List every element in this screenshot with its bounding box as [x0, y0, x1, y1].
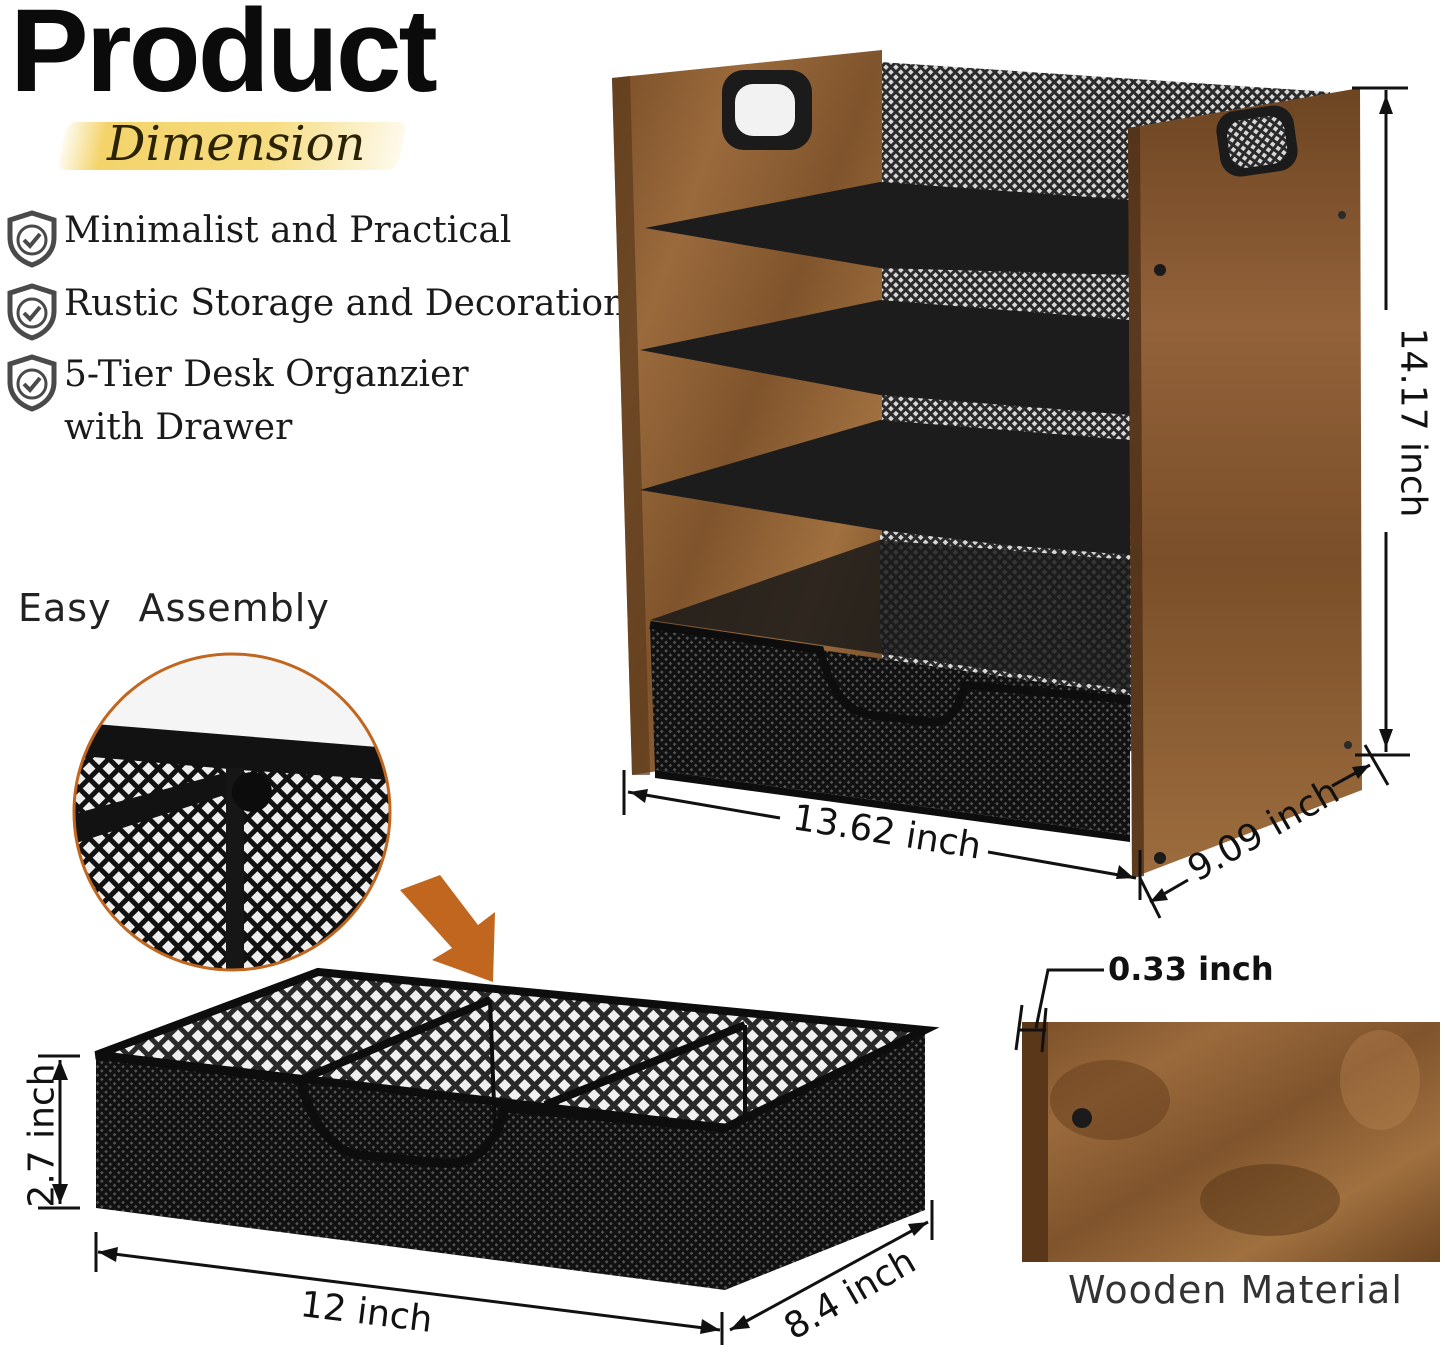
- page-subtitle: Dimension: [107, 116, 366, 172]
- left-panel-edge: [612, 76, 650, 775]
- drawer-front: [650, 625, 1130, 835]
- subtitle-banner: Dimension: [56, 114, 408, 176]
- drawer-graphic: [94, 967, 940, 1290]
- feature-text-line: with Drawer: [64, 407, 293, 448]
- page-title: Product: [10, 0, 438, 117]
- screw-icon: [1154, 852, 1166, 864]
- drawer-dimension-lines: [38, 1054, 934, 1345]
- wooden-material-label: Wooden Material: [1068, 1268, 1403, 1312]
- screw-icon: [1154, 264, 1166, 276]
- shield-check-icon: [7, 354, 57, 412]
- shelf-tray: [650, 540, 1130, 690]
- thickness-dimension-lines: [1014, 968, 1104, 1053]
- height-dimension-label: 14.17 inch: [1392, 327, 1434, 518]
- shelf-tray: [640, 300, 1130, 415]
- feature-text: 5-Tier Desk Organzier with Drawer: [64, 348, 469, 454]
- callout-arrow-icon: [400, 875, 495, 982]
- organizer-dimension-lines: [622, 86, 1410, 919]
- right-handle-hole: [1227, 116, 1288, 168]
- feature-item: Minimalist and Practical: [4, 210, 511, 268]
- screw-icon: [1338, 211, 1346, 219]
- screw-icon: [1344, 741, 1352, 749]
- shelf-tray: [645, 182, 1130, 275]
- feature-text: Rustic Storage and Decoration: [64, 283, 627, 324]
- drawer-base: [655, 770, 1130, 842]
- feature-text-line: 5-Tier Desk Organzier: [64, 354, 469, 395]
- feature-item: 5-Tier Desk Organzier with Drawer: [4, 354, 469, 454]
- easy-assembly-label: Easy Assembly: [18, 586, 330, 630]
- drawer-rim: [649, 621, 1131, 727]
- right-panel-edge: [1128, 126, 1144, 878]
- feature-text: Minimalist and Practical: [64, 210, 512, 251]
- wood-sample-graphic: [1022, 1022, 1440, 1262]
- shelf-tray: [640, 420, 1130, 560]
- shield-check-icon: [7, 283, 57, 341]
- mesh-detail-callout: [72, 652, 495, 982]
- right-wood-panel: [1128, 88, 1362, 878]
- thickness-label: 0.33 inch: [1108, 950, 1274, 988]
- feature-item: Rustic Storage and Decoration: [4, 283, 626, 341]
- left-handle-hole: [735, 84, 795, 136]
- screw-icon: [1072, 1108, 1092, 1128]
- drawer-height-label: 2.7 inch: [21, 1063, 63, 1208]
- desk-organizer-graphic: [612, 50, 1362, 878]
- shield-check-icon: [7, 210, 57, 268]
